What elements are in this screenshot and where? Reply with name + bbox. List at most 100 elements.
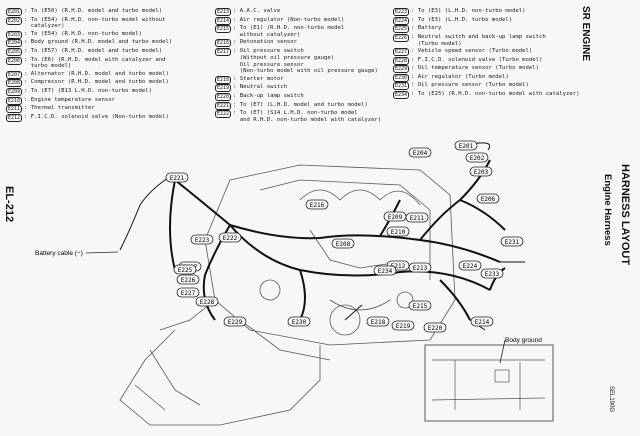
connector-label: E213 <box>413 265 428 272</box>
connector-label: E215 <box>413 303 428 310</box>
legend-item: E202: To (E54) (R.H.D. non-turbo model w… <box>6 16 211 31</box>
figure-code: SEL190G <box>608 386 614 413</box>
legend-code: E212 <box>6 113 23 122</box>
connector-e233: E233 <box>480 268 504 279</box>
legend-item: E201: To (E50) (R.H.D. model and turbo m… <box>6 8 211 16</box>
page-number: EL-212 <box>3 186 15 223</box>
legend-item: E210: Engine temperature sensor <box>6 96 211 105</box>
legend-code: E230 <box>393 73 410 82</box>
legend-text: : To (E3) (L.H.D. turbo model) <box>411 16 513 23</box>
legend-item: E213: A.A.C. valve <box>215 8 385 16</box>
legend-item: E225: Battery <box>393 25 578 34</box>
legend-code: E209 <box>6 87 23 96</box>
legend-code: E215 <box>215 25 232 34</box>
connector-label: E222 <box>223 235 238 242</box>
legend-code: E213 <box>215 8 232 16</box>
legend-code: E216 <box>215 39 232 48</box>
connector-e211: E211 <box>405 212 429 223</box>
legend-text: : To (E7) (L.H.D. model and turbo model) <box>233 101 368 108</box>
connector-e206: E206 <box>476 193 500 204</box>
legend-code: E219 <box>215 84 232 93</box>
connector-e231: E231 <box>500 236 524 247</box>
connector-e214: E214 <box>470 316 494 327</box>
connector-label: E203 <box>474 169 489 176</box>
legend-code: E222 <box>215 110 232 119</box>
connector-label: E225 <box>178 267 193 274</box>
connector-label: E229 <box>228 319 243 326</box>
legend-code: E201 <box>6 8 23 16</box>
battery-cable-label: Battery cable (−) <box>35 250 83 257</box>
connector-e222: E222 <box>218 232 242 243</box>
body-ground-leader <box>499 339 506 364</box>
connector-label: E228 <box>200 299 215 306</box>
legend-code: E228 <box>393 56 410 65</box>
connector-e221: E221 <box>165 172 189 183</box>
legend-text: : Air regulator (Turbo model) <box>411 73 509 80</box>
legend-text: : Alternator (R.H.D. model and turbo mod… <box>24 70 169 77</box>
legend-column-3: E223: To (E3) (L.H.D. non-turbo model)E2… <box>393 8 580 100</box>
legend-code: E226 <box>393 33 410 42</box>
legend-code: E203 <box>6 30 23 39</box>
connector-label: E224 <box>463 263 478 270</box>
legend-text: : To (E1) (R.H.D. non-turbo model withou… <box>233 25 345 38</box>
connector-label: E201 <box>459 143 474 150</box>
body-ground-label: Body ground <box>505 337 542 344</box>
legend-text: : To (E54) (R.H.D. non-turbo model) <box>24 30 142 37</box>
legend-item: E229: Oil temperature sensor (Turbo mode… <box>393 65 578 74</box>
legend-code: E227 <box>393 47 410 56</box>
legend-text: : Starter motor <box>233 75 284 82</box>
legend-item: E218: Starter motor <box>215 75 385 84</box>
connector-label: E230 <box>292 319 307 326</box>
connector-e234: E234 <box>373 265 397 276</box>
connector-label: E202 <box>470 155 485 162</box>
connector-e209: E209 <box>383 211 407 222</box>
legend-code: E225 <box>393 25 410 34</box>
connector-label: E209 <box>388 214 403 221</box>
legend-code: E207 <box>6 70 23 79</box>
connector-e218: E218 <box>366 316 390 327</box>
connector-e228: E228 <box>195 296 219 307</box>
legend-text: : To (E54) (R.H.D. non-turbo model witho… <box>24 16 166 30</box>
connector-e223: E223 <box>190 234 214 245</box>
legend-item: E226: Neutral switch and back-up lamp sw… <box>393 33 578 48</box>
legend-item: E209: To (E7) (B13 L.H.D. non-turbo mode… <box>6 87 211 96</box>
legend-item: E204: Body ground (R.H.D. model and turb… <box>6 39 211 48</box>
legend-item: E214: Air regulator (Non-turbo model) <box>215 16 385 25</box>
connector-badges: E201E202E203E204E206E207E208E209E210E211… <box>165 140 524 333</box>
legend-item: E230: Air regulator (Turbo model) <box>393 73 578 82</box>
connector-label: E234 <box>378 268 393 275</box>
connector-label: E208 <box>336 241 351 248</box>
connector-label: E210 <box>391 229 406 236</box>
connector-label: E216 <box>310 202 325 209</box>
legend-item: E220: Back-up lamp switch <box>215 92 385 101</box>
legend-text: : Air regulator (Non-turbo model) <box>233 16 345 23</box>
legend-code: E218 <box>215 75 232 84</box>
harness-branches <box>119 142 525 331</box>
legend-item: E217: Oil pressure switch (Without oil p… <box>215 47 385 75</box>
legend-code: E224 <box>393 16 410 25</box>
body-ground-inset <box>424 344 554 422</box>
legend-item: E208: Compressor (R.H.D. model and turbo… <box>6 79 211 88</box>
legend-text: : Thermal transmitter <box>24 105 95 112</box>
section-title: SR ENGINE <box>580 6 591 62</box>
legend-text: : To (E50) (R.H.D. model and turbo model… <box>24 8 163 14</box>
legend-item: E221: To (E7) (L.H.D. model and turbo mo… <box>215 101 385 110</box>
connector-e204: E204 <box>408 147 432 158</box>
legend-text: : Body ground (R.H.D. model and turbo mo… <box>24 39 173 46</box>
connector-label: E220 <box>428 325 443 332</box>
connector-label: E223 <box>195 237 210 244</box>
legend-text: : To (E6) (R.H.D. model with catalyzer a… <box>24 56 166 70</box>
connector-label: E218 <box>371 319 386 326</box>
page-heading: HARNESS LAYOUT <box>619 164 631 266</box>
legend-code: E214 <box>215 16 232 25</box>
legend-item: E234: To (E25) (R.H.D. non-turbo model w… <box>393 90 580 99</box>
legend-text: : Engine temperature sensor <box>24 96 115 103</box>
connector-label: E206 <box>481 196 496 203</box>
legend-item: E207: Alternator (R.H.D. model and turbo… <box>6 70 211 79</box>
connector-label: E226 <box>181 277 196 284</box>
legend-text: : Compressor (R.H.D. model and turbo mod… <box>24 79 169 86</box>
connector-e216: E216 <box>305 199 329 210</box>
legend-text: : To (E25) (R.H.D. non-turbo model with … <box>411 90 580 97</box>
connector-e225: E225 <box>173 264 197 275</box>
